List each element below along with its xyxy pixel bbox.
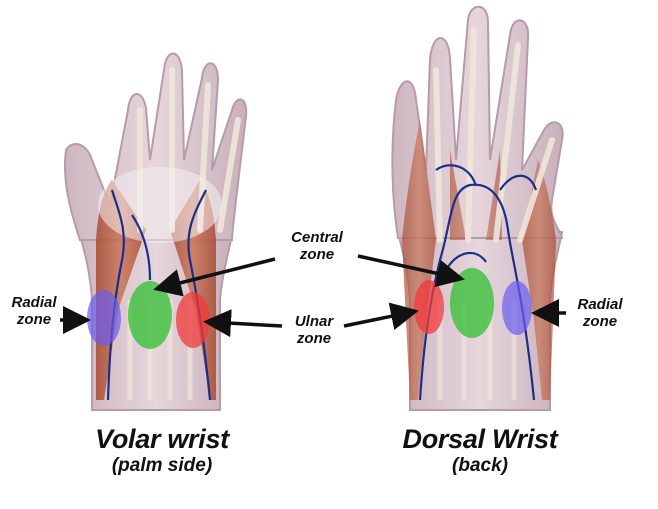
volar-title: Volar wrist [62, 424, 262, 455]
label-radial-left: Radial zone [8, 294, 60, 329]
volar-subtitle: (palm side) [62, 455, 262, 477]
label-ulnar-line1: Ulnar [284, 313, 344, 330]
volar-ulnar-zone [176, 292, 210, 348]
dorsal-hand [392, 7, 562, 410]
arrow-ulnar-dorsal [344, 312, 412, 326]
label-central-line2: zone [282, 246, 352, 263]
label-radial-right: Radial zone [572, 296, 628, 331]
label-ulnar: Ulnar zone [284, 313, 344, 348]
dorsal-ulnar-zone [414, 280, 444, 334]
label-radial-left-line2: zone [8, 311, 60, 328]
volar-central-zone [128, 281, 172, 349]
dorsal-subtitle: (back) [380, 455, 580, 477]
label-radial-right-line1: Radial [572, 296, 628, 313]
volar-title-block: Volar wrist (palm side) [62, 424, 262, 477]
volar-radial-zone [87, 290, 121, 346]
dorsal-radial-zone [502, 281, 532, 335]
label-ulnar-line2: zone [284, 330, 344, 347]
label-radial-right-line2: zone [572, 313, 628, 330]
dorsal-title-block: Dorsal Wrist (back) [380, 424, 580, 477]
dorsal-title: Dorsal Wrist [380, 424, 580, 455]
label-central: Central zone [282, 229, 352, 264]
label-central-line1: Central [282, 229, 352, 246]
volar-hand [65, 54, 246, 411]
label-radial-left-line1: Radial [8, 294, 60, 311]
